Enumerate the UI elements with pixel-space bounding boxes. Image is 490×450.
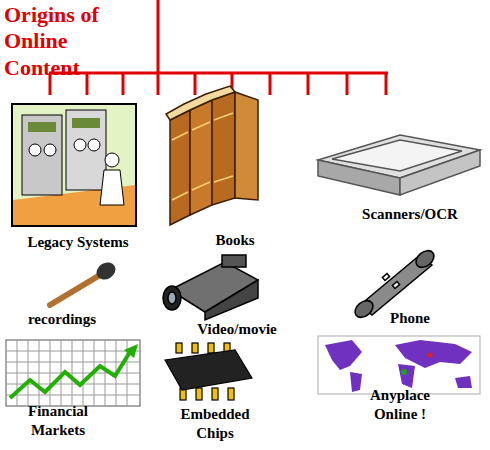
books-icon <box>166 86 258 225</box>
scanner-icon <box>318 135 480 195</box>
world-map-icon <box>318 336 480 394</box>
camcorder-icon <box>163 255 258 320</box>
microphone-icon <box>50 259 119 305</box>
source-label: Legacy Systems <box>3 233 153 252</box>
source-label: Books <box>180 231 290 250</box>
source-label: Phone <box>360 309 460 328</box>
diagram-title: Origins of Online Content <box>4 2 132 81</box>
source-label: Embedded Chips <box>170 405 260 443</box>
source-label: Financial Markets <box>13 402 103 440</box>
bracket <box>49 0 388 95</box>
chip-icon <box>165 343 252 400</box>
chart-icon <box>6 340 140 406</box>
source-label: Video/movie <box>172 320 302 339</box>
source-label: Scanners/OCR <box>335 205 485 224</box>
source-label: recordings <box>7 310 117 329</box>
phone-icon <box>352 247 437 321</box>
source-label: Anyplace Online ! <box>355 386 445 424</box>
legacy-system-icon <box>12 104 136 226</box>
